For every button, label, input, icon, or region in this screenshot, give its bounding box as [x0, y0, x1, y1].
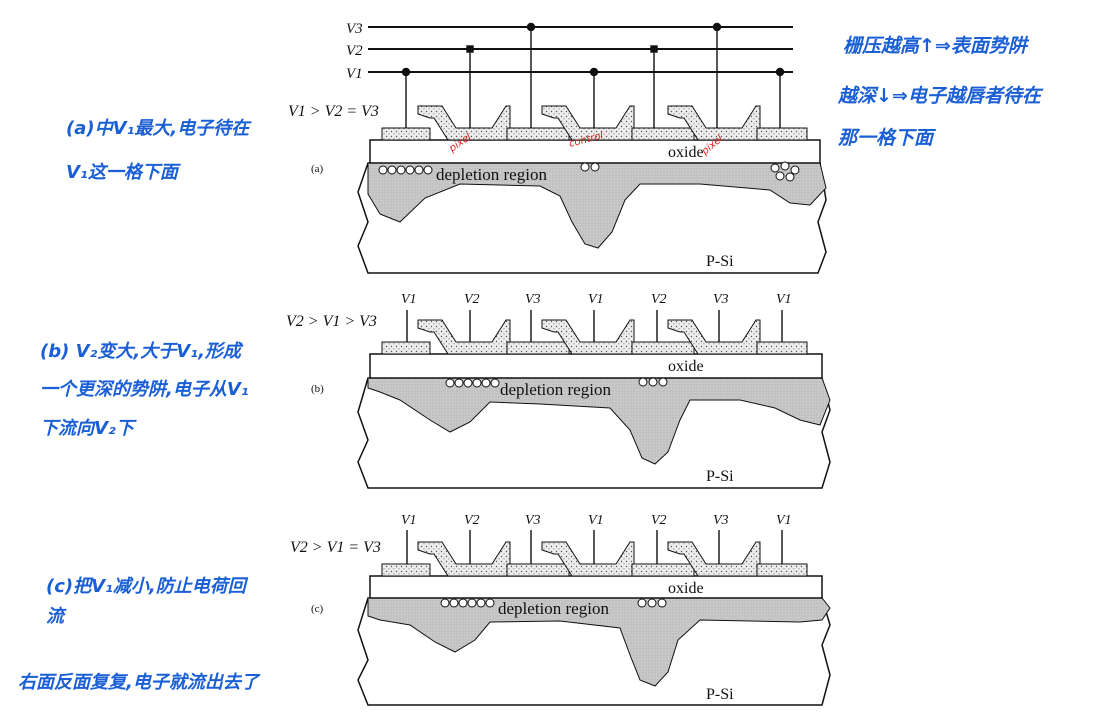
handwritten-notes: 栅压越高↑⇒表面势阱 越深↓⇒电子越唇者待在 那一格下面 (a)中V₁最大,电子…	[18, 35, 1044, 693]
depletion-region-c	[367, 597, 831, 687]
electrons-a	[378, 161, 800, 182]
substrate-label-b: P-Si	[706, 468, 734, 485]
note-c-1: (c)把V₁减小,防止电荷回	[46, 576, 249, 597]
gate-label: V1	[588, 513, 604, 528]
oxide-layer-c	[369, 575, 823, 599]
note-top-right-3: 那一格下面	[838, 127, 937, 149]
gate-leads-c	[406, 530, 783, 564]
depletion-region-b	[367, 377, 831, 465]
substrate-label-a: P-Si	[706, 253, 734, 270]
gates-a	[381, 105, 808, 141]
note-a-1: (a)中V₁最大,电子待在	[66, 118, 252, 139]
voltage-relation-c: V2 > V1 = V3	[290, 539, 381, 556]
panel-c: V1 V2 V3 V1 V2 V3 V1 V2 > V1 = V3 (c) ox…	[290, 513, 831, 706]
gate-label: V2	[464, 292, 480, 307]
note-b-1: (b) V₂变大,大于V₁,形成	[40, 341, 244, 362]
bus-label-v2: V2	[346, 43, 363, 59]
note-bottom: 右面反面复复,电子就流出去了	[18, 672, 261, 693]
panel-label-b: (b)	[311, 383, 324, 395]
note-a-2: V₁这一格下面	[66, 162, 181, 183]
clock-bus-a	[368, 26, 793, 73]
panel-b: V1 V2 V3 V1 V2 V3 V1 V2 > V1 > V3 (b) ox…	[286, 292, 831, 489]
gate-label: V2	[651, 292, 667, 307]
note-b-3: 下流向V₂下	[40, 418, 137, 439]
oxide-layer-b	[369, 353, 823, 379]
bus-label-v1: V1	[346, 66, 363, 82]
voltage-relation-a: V1 > V2 = V3	[288, 103, 379, 120]
depletion-label-c: depletion region	[498, 599, 609, 618]
depletion-label-b: depletion region	[500, 380, 611, 399]
electrons-c	[440, 598, 667, 608]
gate-label: V1	[588, 292, 604, 307]
bus-label-v3: V3	[346, 21, 363, 37]
gate-leads-b	[406, 310, 783, 342]
gate-label: V3	[525, 513, 541, 528]
depletion-label-a: depletion region	[436, 165, 547, 184]
oxide-label-a: oxide	[668, 144, 704, 161]
substrate-label-c: P-Si	[706, 686, 734, 703]
oxide-label-c: oxide	[668, 580, 704, 597]
gate-label: V1	[401, 292, 417, 307]
gate-label: V1	[401, 513, 417, 528]
gate-label: V3	[713, 292, 729, 307]
electrons-b	[445, 377, 668, 388]
gate-label: V2	[651, 513, 667, 528]
gates-c	[381, 541, 808, 577]
note-top-right-2: 越深↓⇒电子越唇者待在	[837, 85, 1044, 107]
gate-label: V3	[713, 513, 729, 528]
voltage-relation-b: V2 > V1 > V3	[286, 313, 377, 330]
gate-label: V1	[776, 513, 792, 528]
gates-b	[381, 319, 808, 355]
note-top-right-1: 栅压越高↑⇒表面势阱	[843, 35, 1030, 57]
gate-labels-c: V1 V2 V3 V1 V2 V3 V1	[401, 513, 792, 528]
gate-label: V2	[464, 513, 480, 528]
gate-labels-b: V1 V2 V3 V1 V2 V3 V1	[401, 292, 792, 307]
oxide-label-b: oxide	[668, 358, 704, 375]
note-b-2: 一个更深的势阱,电子从V₁	[40, 379, 249, 400]
depletion-region-a	[367, 162, 827, 249]
gate-label: V3	[525, 292, 541, 307]
oxide-layer-a	[369, 139, 821, 164]
gate-label: V1	[776, 292, 792, 307]
panel-label-a: (a)	[311, 163, 324, 175]
panel-label-c: (c)	[311, 603, 324, 615]
note-c-2: 流	[46, 606, 67, 627]
panel-a: V3 V2 V1 V1 > V2 = V3 (a) oxide depletio…	[288, 21, 827, 274]
